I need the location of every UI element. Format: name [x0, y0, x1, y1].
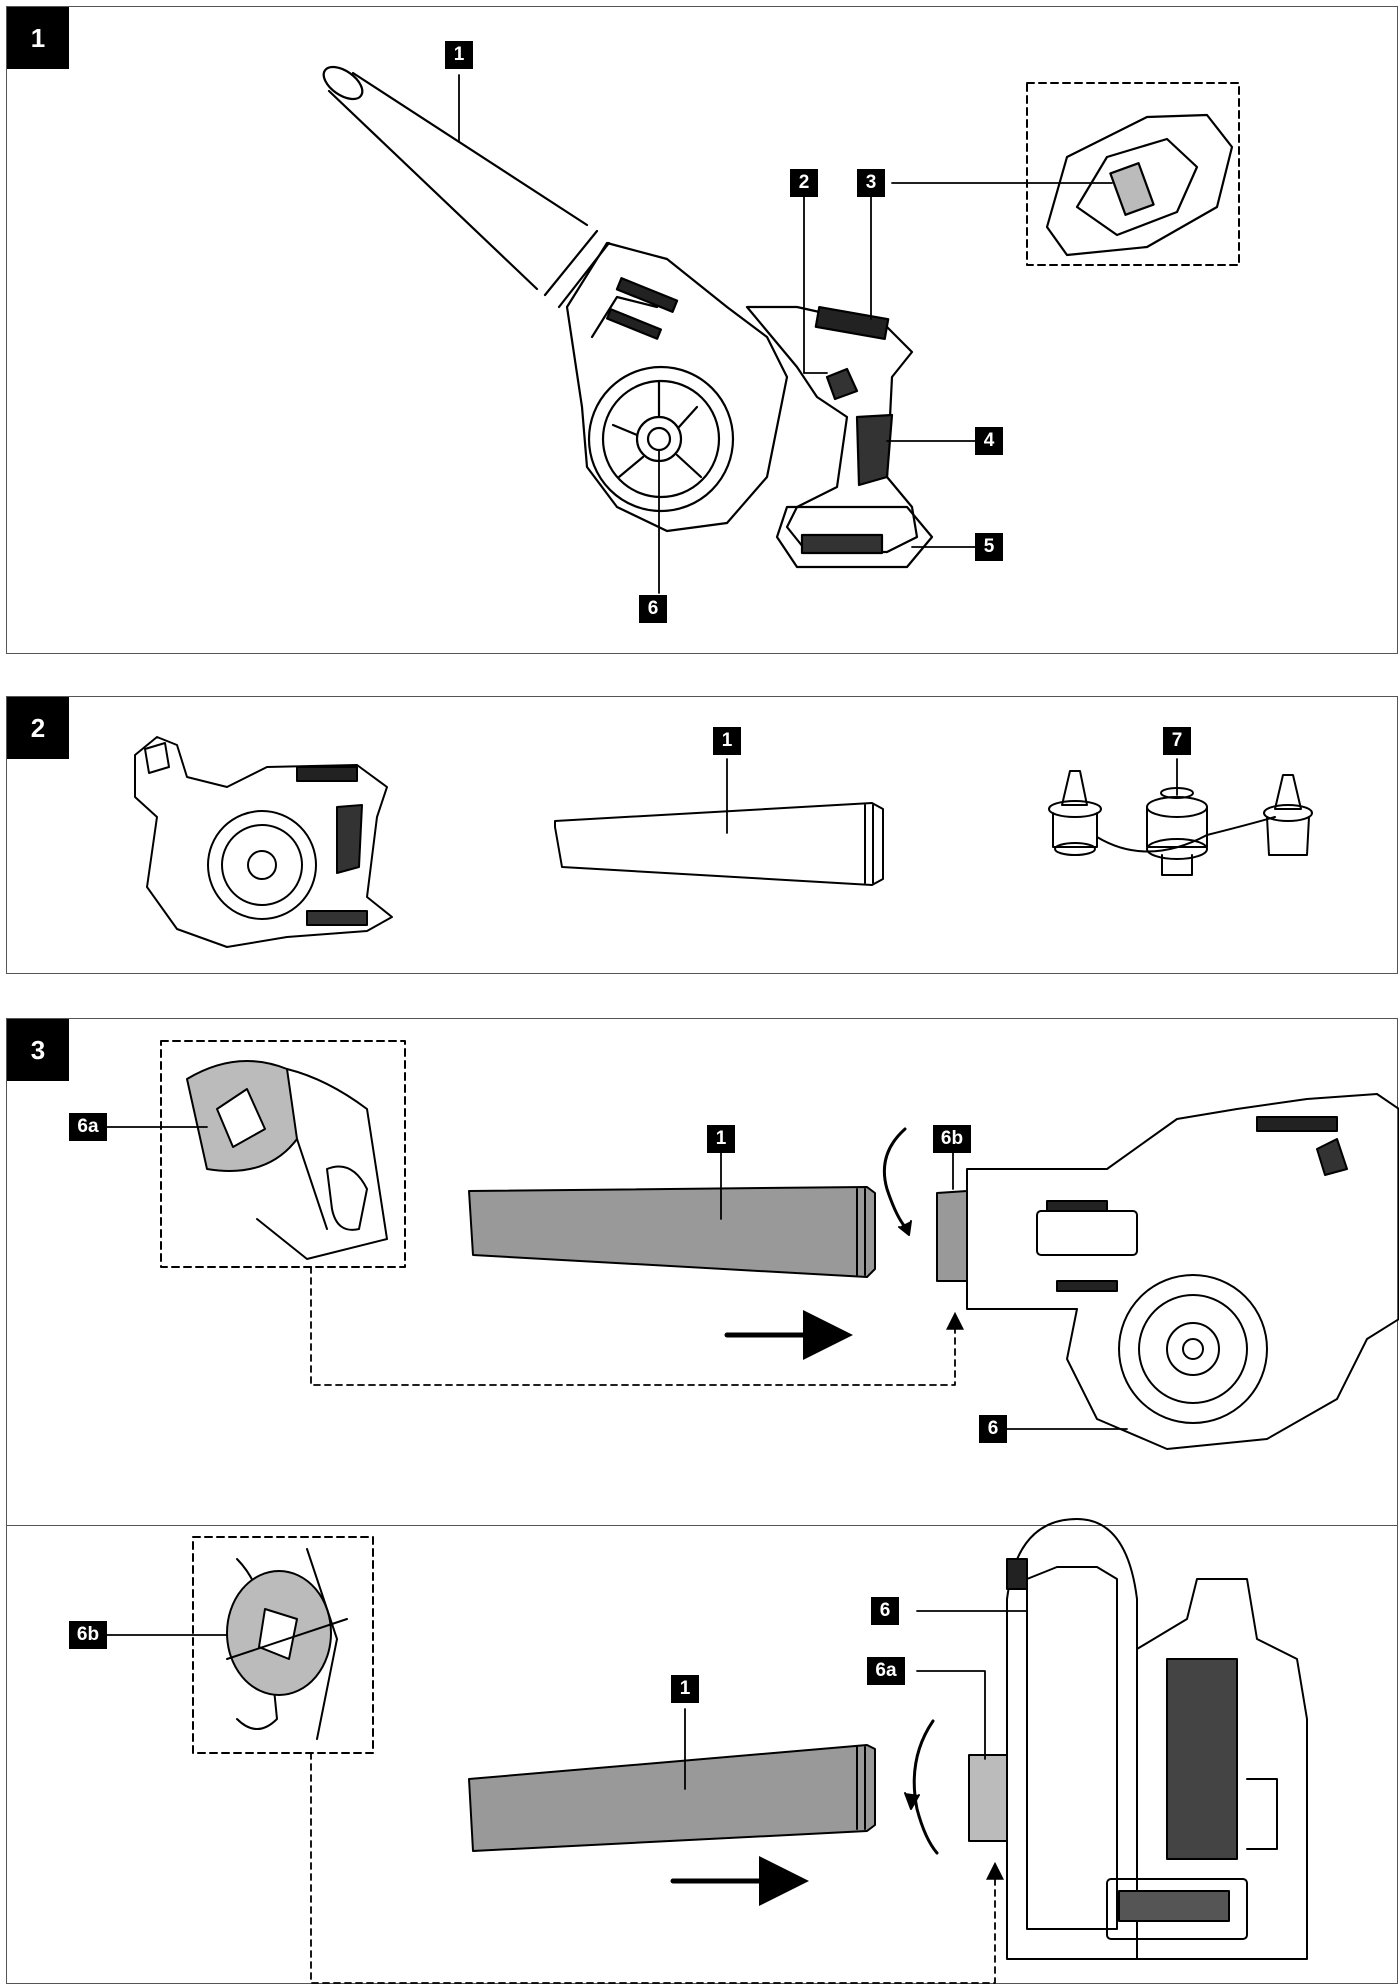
- blower-body-small: [134, 736, 393, 948]
- nozzle-top: [468, 1138, 876, 1278]
- callout-label: 6b: [69, 1621, 107, 1649]
- callout-label: 1: [671, 1675, 699, 1703]
- blower-nozzle: [322, 65, 611, 309]
- detail-inset-6a: [160, 1040, 406, 1268]
- callout-label: 2: [790, 169, 818, 197]
- leader-lines: [458, 74, 1113, 594]
- blower-handle: [745, 305, 919, 554]
- callout-label: 6a: [867, 1657, 905, 1685]
- dashed-guide-bottom: [310, 1752, 1004, 1984]
- rotate-arrow: [912, 1719, 939, 1855]
- leaf-blower-overview-drawing: [322, 65, 1240, 594]
- figure-2-panel: 2: [6, 696, 1398, 974]
- callout-label: 3: [857, 169, 885, 197]
- callout-label: 6a: [69, 1113, 107, 1141]
- blower-coupling-6b-detail: [226, 1548, 348, 1740]
- nozzle-coupling-6a-detail: [186, 1060, 388, 1260]
- figure-number-2: 2: [7, 697, 69, 759]
- figure-3-panel: 3: [6, 1018, 1399, 1984]
- detail-inset-6b: [192, 1536, 374, 1754]
- callout-label: 6b: [933, 1125, 971, 1153]
- switch-detail-inset: [1026, 82, 1240, 266]
- callout-label: 7: [1163, 727, 1191, 755]
- callout-label: 1: [713, 727, 741, 755]
- switch-detail-drawing: [1045, 113, 1234, 257]
- nozzle-bottom: [468, 1708, 876, 1852]
- rotate-arrow: [882, 1127, 909, 1231]
- dashed-guide-top: [310, 1266, 964, 1386]
- figure-number-1: 1: [7, 7, 69, 69]
- blower-side-view-top: [936, 1093, 1399, 1450]
- figure-3-divider: [7, 1525, 1397, 1526]
- blower-rear-view-bottom: [968, 1518, 1308, 1960]
- callout-label: 1: [445, 41, 473, 69]
- nozzle-attachment-drawing: [76, 1040, 1399, 1984]
- battery-slot: [775, 505, 934, 569]
- callout-label: 6: [979, 1415, 1007, 1443]
- figure-number-3: 3: [7, 1019, 69, 1081]
- blower-housing: [565, 241, 789, 533]
- callout-label: 6: [871, 1597, 899, 1625]
- inflation-adaptors: [1048, 758, 1313, 876]
- callout-label: 1: [707, 1125, 735, 1153]
- callout-label: 4: [975, 427, 1003, 455]
- callout-label: 6: [639, 595, 667, 623]
- callout-label: 5: [975, 533, 1003, 561]
- blower-nozzle-part: [554, 758, 884, 886]
- package-contents-drawing: [134, 736, 1313, 948]
- figure-1-panel: 1: [6, 6, 1398, 654]
